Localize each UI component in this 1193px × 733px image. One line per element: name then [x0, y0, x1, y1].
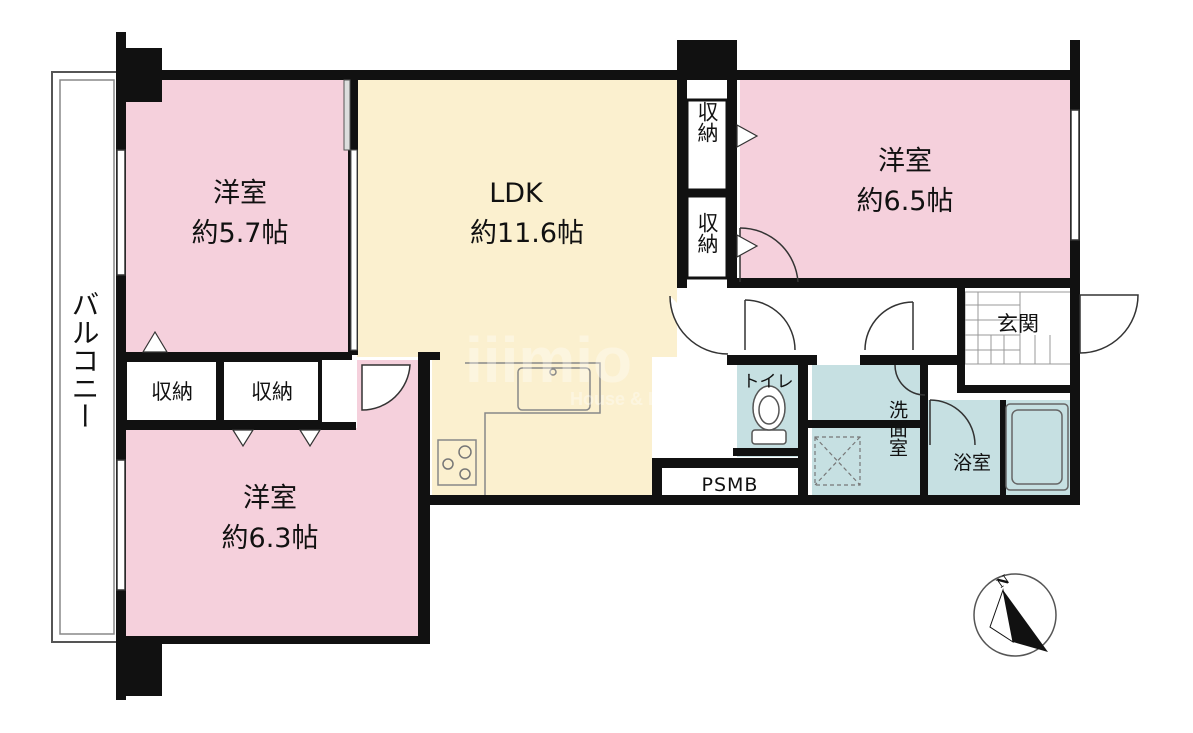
room-western-nw-size: 約5.7帖 — [192, 218, 289, 249]
stove-burner-icon — [442, 445, 472, 480]
room-western-nw — [125, 80, 351, 355]
room-western-nw-name: 洋室 — [213, 178, 267, 209]
storage-closet-2 — [220, 358, 322, 424]
bathroom-label: 浴室 — [953, 452, 991, 474]
watermark-logo: iiimio House & Life — [465, 324, 680, 409]
storage-4-label: 収納 — [695, 212, 719, 254]
psmb-box — [662, 468, 798, 495]
storage-1-label: 収納 — [151, 380, 193, 404]
watermark-tagline: House & Life — [570, 389, 680, 409]
storage-closet-1 — [123, 358, 220, 424]
toilet-label: トイレ — [743, 372, 794, 392]
windows — [116, 109, 1080, 591]
washroom-label: 洗面室 — [886, 400, 908, 457]
balcony-label: バルコニー — [68, 290, 101, 430]
room-western-ne-size: 約6.5帖 — [857, 186, 954, 217]
bathtub-icon — [1005, 403, 1069, 491]
room-bathroom — [927, 400, 1072, 495]
sliding-door — [343, 79, 351, 151]
room-western-sw — [125, 428, 426, 636]
room-western-sw-size: 約6.3帖 — [222, 523, 319, 554]
closet-door-markers — [141, 123, 759, 448]
compass-icon: N — [973, 573, 1057, 657]
toilet-fixture-icon — [751, 385, 787, 445]
entrance-tiles — [964, 291, 1073, 365]
entrance-label: 玄関 — [997, 312, 1039, 336]
storage-2-label: 収納 — [251, 380, 293, 404]
storage-closet-3 — [685, 98, 729, 192]
room-western-ne-name: 洋室 — [878, 146, 932, 177]
walls — [116, 32, 1080, 700]
floor-drain-icon — [814, 436, 861, 486]
room-ldk-size: 約11.6帖 — [470, 218, 584, 249]
room-ldk — [357, 80, 677, 357]
room-western-ne — [740, 80, 1072, 280]
room-ldk-name: LDK — [489, 178, 544, 209]
door-swings — [361, 227, 1139, 446]
storage-closet-4 — [685, 194, 729, 280]
psmb-label: PSMB — [702, 474, 759, 496]
balcony-area — [51, 71, 123, 643]
room-western-sw-name: 洋室 — [243, 483, 297, 514]
kitchen-counter — [437, 362, 601, 495]
storage-3-label: 収納 — [695, 101, 719, 143]
watermark-brand: iiimio — [465, 324, 632, 396]
